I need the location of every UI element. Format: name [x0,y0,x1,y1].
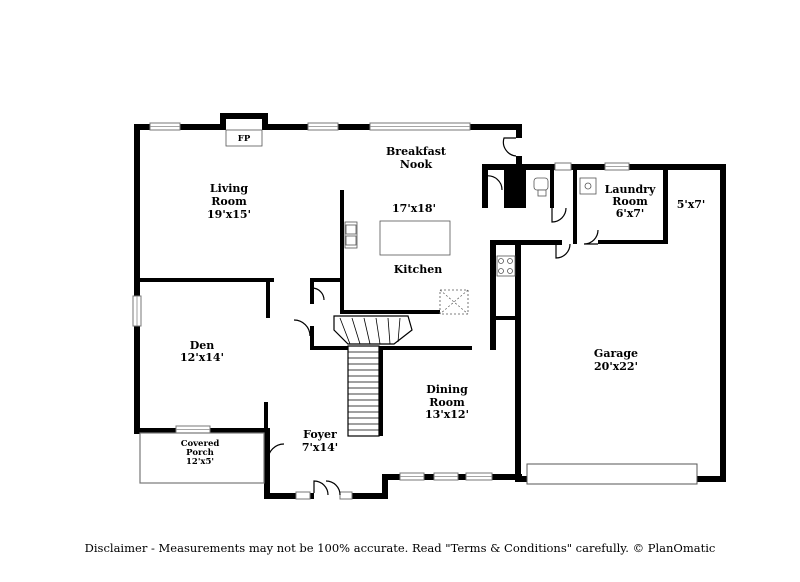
porch-name-2: Porch [186,448,214,458]
fireplace-label: FP [238,134,251,144]
garage-name: Garage [594,347,638,360]
garage-size: 20'x22' [594,360,638,373]
disclaimer: Disclaimer - Measurements may not be 100… [85,541,716,555]
bath-fixtures [533,177,597,197]
foyer-name: Foyer [303,428,337,441]
storage-size: 5'x7' [677,198,706,211]
porch-size: 12'x5' [186,457,214,467]
kitchen-size: 17'x18' [392,202,436,215]
dining-room-name-1: Dining [426,383,468,396]
fireplace-icon [225,129,263,147]
den-name: Den [190,339,215,352]
laundry-room-name-2: Room [612,195,648,208]
living-room-name-2: Room [211,195,247,208]
room-labels: Living Room 19'x15' Breakfast Nook 17'x1… [180,145,705,467]
dining-room-name-2: Room [429,396,465,409]
den-size: 12'x14' [180,351,224,364]
laundry-room-size: 6'x7' [616,207,645,220]
living-room-size: 19'x15' [207,208,251,221]
toilet-icon [533,177,549,191]
breakfast-nook-name-2: Nook [400,158,433,171]
doors [267,137,599,496]
interior-walls [134,164,668,436]
porch-name-1: Covered [181,439,220,449]
windows [132,122,698,500]
kitchen-name: Kitchen [394,263,443,276]
refrigerator [439,289,469,315]
laundry-room-name-1: Laundry [605,183,656,196]
dining-room-size: 13'x12' [425,408,469,421]
kitchen-island [379,220,451,256]
breakfast-nook-name-1: Breakfast [386,145,447,158]
living-room-name-1: Living [210,182,248,195]
foyer-size: 7'x14' [302,441,338,454]
staircase [333,315,413,437]
kitchen-fixtures [344,220,516,315]
porch-outline [139,432,265,484]
